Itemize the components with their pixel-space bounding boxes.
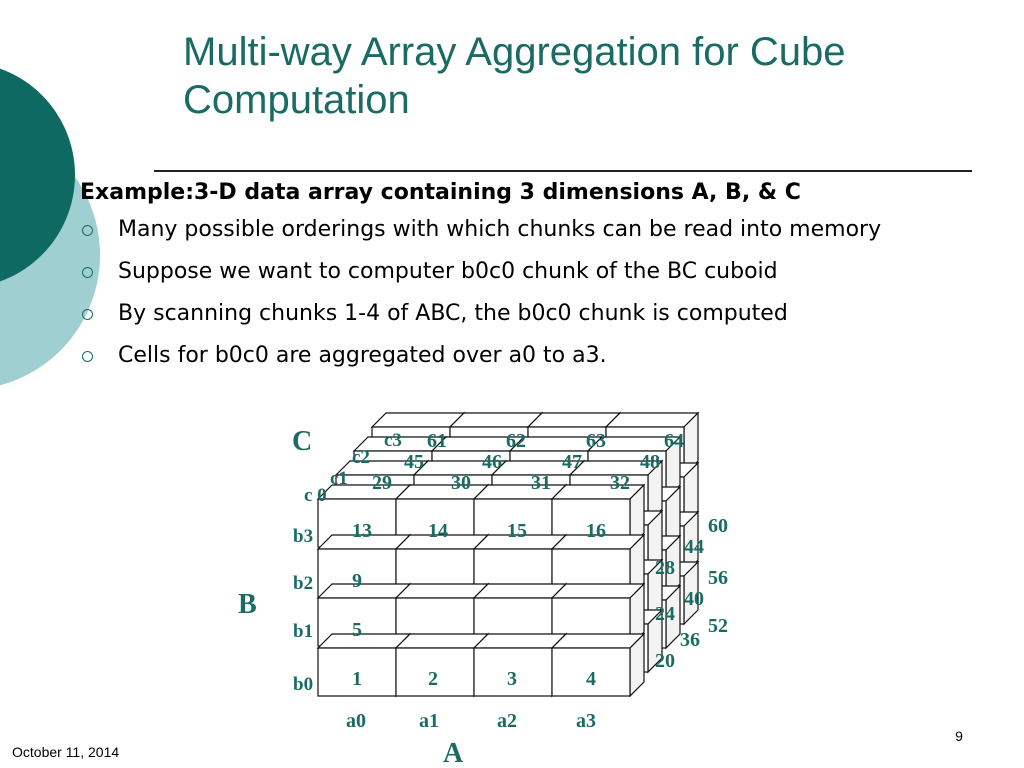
c-tick-label: c 0 [304, 485, 327, 506]
top-layer-number: 29 [372, 472, 392, 494]
cell-top-face [550, 484, 646, 500]
top-layer-number: 48 [640, 451, 660, 473]
decorative-circles [0, 68, 100, 386]
cell-top-face [370, 412, 466, 428]
cell-top-face [526, 412, 622, 428]
front-cell-number: 3 [507, 668, 517, 690]
bullet-item: Suppose we want to computer b0c0 chunk o… [78, 254, 1018, 290]
bullet-list: Many possible orderings with which chunk… [78, 212, 1018, 374]
c-tick-label: c2 [352, 447, 370, 468]
page-number: 9 [955, 728, 963, 744]
side-cell-number: 28 [655, 557, 675, 579]
side-cell-number: 24 [655, 603, 675, 625]
top-layer-number: 62 [506, 430, 526, 452]
cell-front-face [395, 647, 475, 697]
cell-front-face [317, 647, 397, 697]
side-cell-number: 20 [655, 650, 675, 672]
cube-cell [550, 632, 646, 698]
slide-body: Example:3-D data array containing 3 dime… [78, 176, 1018, 380]
cell-top-face [316, 583, 412, 599]
dimension-label-b: B [238, 589, 257, 620]
b-tick-label: b2 [293, 573, 313, 594]
front-cell-number: 16 [586, 520, 606, 542]
front-cell-number: 2 [428, 668, 438, 690]
dimension-label-a: A [443, 738, 464, 768]
side-cell-number: 44 [684, 536, 704, 558]
example-heading: Example:3-D data array containing 3 dime… [80, 180, 801, 205]
front-cell-number: 5 [352, 619, 362, 641]
top-layer-number: 46 [482, 451, 502, 473]
title-divider [154, 170, 972, 172]
cell-top-face [550, 583, 646, 599]
cell-top-face [550, 633, 646, 649]
a-tick-label: a2 [497, 710, 517, 732]
front-cell-number: 9 [352, 570, 362, 592]
top-layer-number: 64 [664, 430, 684, 452]
cell-top-face [394, 633, 490, 649]
front-cell-number: 1 [352, 668, 362, 690]
slide-date: October 11, 2014 [12, 744, 120, 760]
dark-teal-circle [0, 68, 75, 282]
cell-top-face [472, 484, 568, 500]
side-cell-number: 60 [708, 515, 728, 537]
side-cell-number: 36 [680, 629, 700, 651]
cell-top-face [448, 412, 544, 428]
circle-bullet-icon [82, 267, 93, 278]
top-layer-number: 61 [427, 430, 447, 452]
top-layer-number: 30 [451, 472, 471, 494]
side-cell-number: 52 [708, 615, 728, 637]
b-tick-label: b1 [293, 621, 313, 642]
circle-bullet-icon [82, 351, 93, 362]
dimension-label-c: C [292, 426, 312, 457]
top-layer-number: 47 [562, 451, 582, 473]
top-layer-number: 45 [404, 451, 424, 473]
top-layer-number: 31 [531, 472, 551, 494]
cell-top-face [472, 583, 568, 599]
cell-top-face [394, 583, 490, 599]
c-tick-label: c1 [330, 468, 348, 489]
a-tick-label: a3 [576, 710, 596, 732]
bullet-item: By scanning chunks 1-4 of ABC, the b0c0 … [78, 296, 1018, 332]
bullet-item: Cells for b0c0 are aggregated over a0 to… [78, 338, 1018, 374]
top-layer-number: 63 [586, 430, 606, 452]
front-cell-number: 15 [507, 520, 527, 542]
b-tick-label: b3 [293, 526, 313, 547]
cell-top-face [394, 484, 490, 500]
cell-front-face [551, 647, 631, 697]
c-tick-label: c3 [384, 430, 402, 451]
front-cell-number: 13 [352, 520, 372, 542]
cell-top-face [316, 633, 412, 649]
a-tick-label: a1 [419, 710, 439, 732]
circle-bullet-icon [82, 309, 93, 320]
side-cell-number: 40 [684, 588, 704, 610]
cell-top-face [604, 412, 700, 428]
slide-title: Multi-way Array Aggregation for Cube Com… [183, 30, 846, 122]
top-layer-number: 32 [610, 472, 630, 494]
a-tick-label: a0 [346, 710, 366, 732]
bullet-item: Many possible orderings with which chunk… [78, 212, 1018, 248]
front-cell-number: 14 [428, 520, 448, 542]
side-cell-number: 56 [708, 567, 728, 589]
cell-top-face [472, 633, 568, 649]
front-cell-number: 4 [586, 668, 596, 690]
circle-bullet-icon [82, 225, 93, 236]
b-tick-label: b0 [293, 674, 313, 695]
